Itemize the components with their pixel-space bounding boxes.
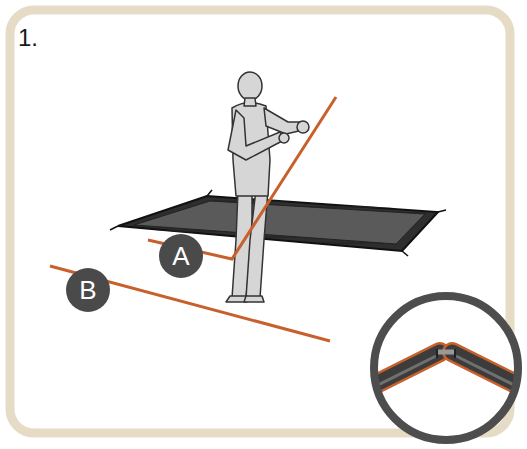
person (226, 72, 309, 302)
trampoline-mat (110, 190, 446, 256)
rod-b (50, 266, 330, 341)
callout-circle (159, 234, 203, 278)
detail-inset (360, 296, 527, 440)
callout-circle (66, 268, 110, 312)
step-number: 1. (18, 24, 38, 52)
callout-letter: B (79, 275, 96, 306)
callout-letter: A (172, 241, 189, 272)
